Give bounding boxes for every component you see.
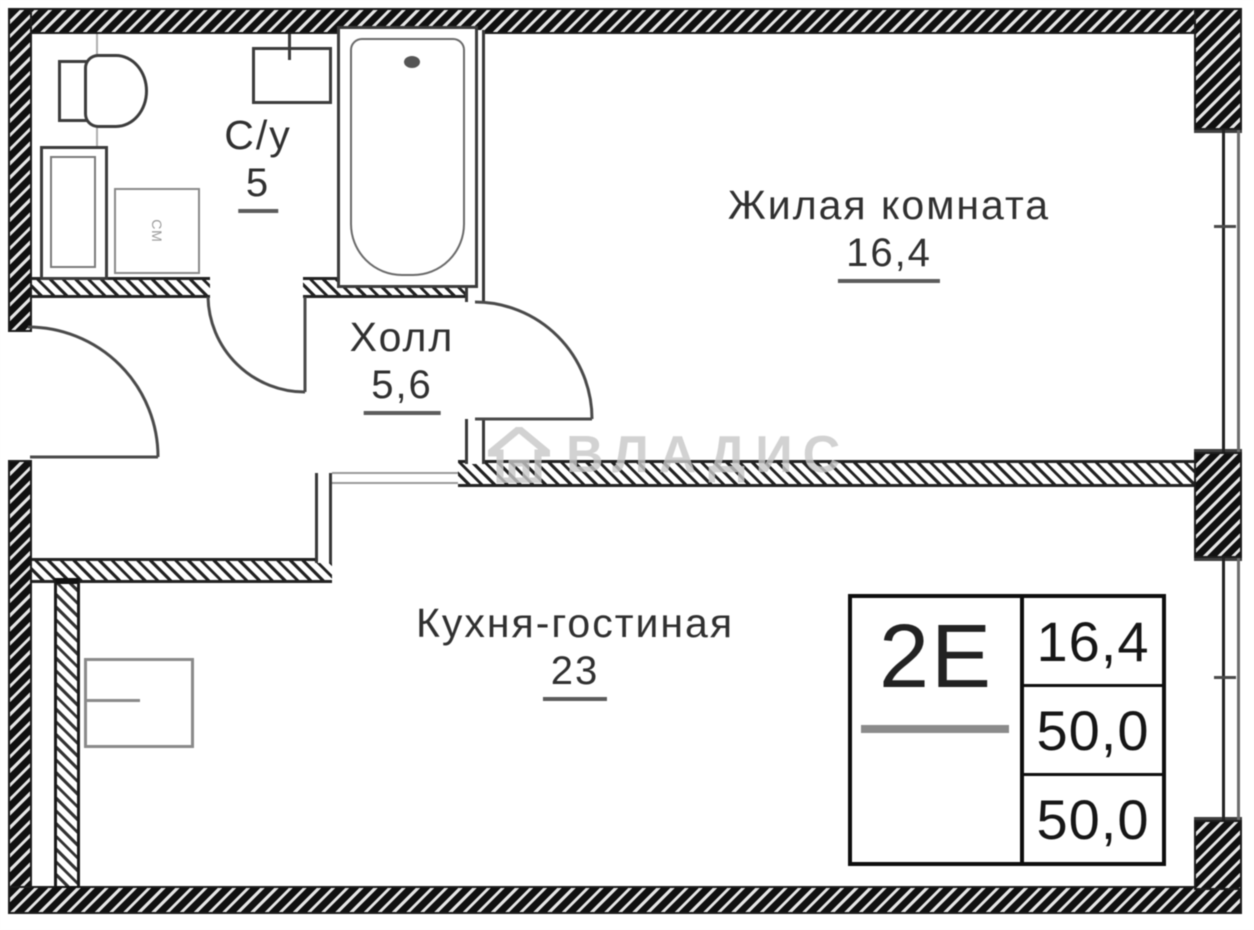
bathroom-door-arc: [206, 296, 306, 394]
partition-hall-right: [315, 473, 332, 563]
window-kitchen: [1194, 558, 1242, 820]
stamp-living-area: 16,4: [1036, 609, 1150, 673]
right-wall-pier-top: [1194, 8, 1242, 130]
window-mullion: [1214, 676, 1236, 679]
window-cap: [1194, 449, 1242, 452]
room-label-living-room: Жилая комната 16,4: [728, 182, 1050, 283]
outer-wall-top: [8, 8, 1208, 34]
kitchen-sink-icon: [84, 658, 194, 748]
room-area-kitchen-living: 23: [542, 649, 608, 701]
wall-hall-kitchen: [32, 558, 332, 583]
room-name-hall: Холл: [349, 314, 455, 360]
hall-kitchen-opening-line: [332, 472, 458, 484]
room-name-bathroom: С/у: [224, 112, 292, 158]
bathtub-inner-icon: [350, 38, 465, 276]
window-outer-edge: [1237, 558, 1240, 820]
room-area-hall: 5,6: [363, 363, 441, 415]
room-name-living-room: Жилая комната: [727, 182, 1051, 228]
outer-wall-left-upper: [8, 8, 32, 332]
window-glass-line: [1222, 130, 1225, 452]
stamp-box: 2Е 16,4 50,0 50,0: [848, 594, 1166, 866]
kitchen-sink-tap-icon: [84, 699, 140, 702]
room-label-kitchen-living: Кухня-гостиная 23: [416, 600, 734, 701]
window-cap: [1194, 130, 1242, 133]
window-mullion: [1214, 225, 1236, 228]
entrance-door-arc: [27, 325, 160, 458]
house-icon: [488, 427, 550, 483]
sink-tap-icon: [288, 34, 291, 60]
stamp-underline: [861, 725, 1009, 733]
bathroom-cabinet-icon: СМ: [114, 188, 200, 274]
stamp-apartment-type: 2Е: [878, 607, 994, 707]
watermark-text: ВЛАДИС: [566, 426, 851, 484]
window-cap: [1194, 558, 1242, 561]
bathtub-drain-icon: [404, 56, 420, 68]
watermark: ВЛАДИС: [488, 425, 850, 485]
window-cap: [1194, 817, 1242, 820]
right-wall-pier-middle: [1194, 452, 1242, 558]
room-name-kitchen-living: Кухня-гостиная: [415, 600, 735, 646]
stamp-right-column: 16,4 50,0 50,0: [1020, 598, 1162, 862]
toilet-tank-icon: [58, 60, 88, 122]
toilet-bowl-icon: [84, 54, 148, 128]
window-glass-line: [1222, 558, 1225, 820]
room-area-living-room: 16,4: [838, 231, 940, 283]
washing-machine-icon: [40, 146, 108, 280]
stamp-overall-area: 50,0: [1024, 773, 1162, 862]
room-area-bathroom: 5: [237, 161, 279, 213]
room-label-hall: Холл 5,6: [350, 314, 455, 415]
washing-machine-inner: [50, 156, 96, 268]
window-outer-edge: [1237, 130, 1240, 452]
sink-icon: [252, 47, 332, 104]
living-room-door-arc: [474, 300, 594, 420]
right-wall-pier-bottom: [1194, 820, 1242, 890]
bathroom-wall-left-segment: [30, 277, 210, 298]
outer-wall-bottom: [8, 886, 1242, 914]
partition-bath-living-lower: [465, 419, 485, 464]
stamp-total-area: 50,0: [1024, 684, 1162, 773]
window-living-room: [1194, 130, 1242, 452]
wall-living-kitchen: [458, 460, 1194, 487]
stamp-left-cell: 2Е: [852, 598, 1020, 862]
kitchen-wall-strip: [54, 578, 80, 888]
room-label-bathroom: С/у 5: [224, 112, 292, 213]
